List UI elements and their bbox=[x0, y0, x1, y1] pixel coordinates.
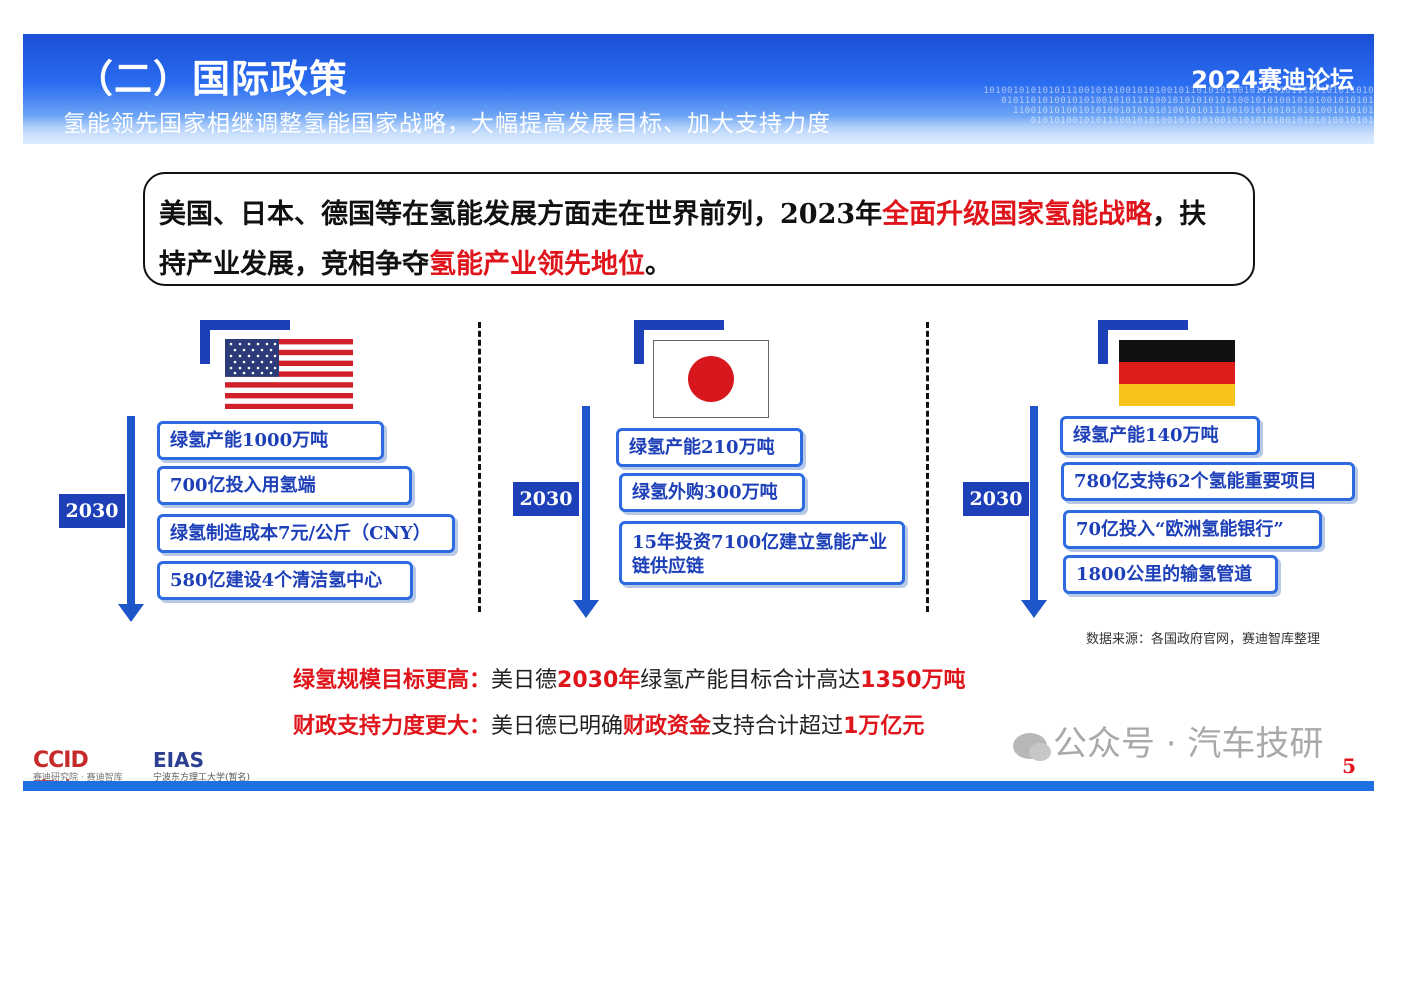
bracket-decoration bbox=[634, 320, 724, 364]
header-glow bbox=[23, 116, 1374, 144]
policy-item: 1800公里的输氢管道 bbox=[1063, 555, 1278, 594]
ccid-logo-subtext: 赛迪研究院 · 赛迪智库 bbox=[33, 773, 123, 783]
conclusion-highlight: 1万亿元 bbox=[843, 714, 925, 739]
japan-flag-icon bbox=[653, 340, 769, 418]
timeline-arrow bbox=[582, 406, 590, 602]
data-source-note: 数据来源：各国政府官网，赛迪智库整理 bbox=[1086, 632, 1321, 647]
summary-text: 。 bbox=[645, 249, 672, 280]
watermark: 公众号 · 汽车技研 bbox=[1013, 716, 1323, 765]
year-badge: 2030 bbox=[513, 482, 579, 516]
policy-item: 绿氢产能140万吨 bbox=[1060, 416, 1260, 455]
bracket-decoration bbox=[200, 320, 290, 364]
policy-item: 绿氢制造成本7元/公斤（CNY） bbox=[157, 514, 455, 553]
conclusion-line-1: 绿氢规模目标更高：美日德2030年绿氢产能目标合计高达1350万吨 bbox=[293, 662, 966, 694]
policy-item: 绿氢产能1000万吨 bbox=[157, 421, 384, 460]
eias-logo: EIAS bbox=[153, 748, 204, 772]
timeline-arrow bbox=[127, 416, 135, 606]
summary-text: 美国、日本、德国等在氢能发展方面走在世界前列，2023年 bbox=[159, 199, 883, 230]
conclusion-label: 绿氢规模目标更高： bbox=[293, 668, 492, 693]
summary-text: ，扶 bbox=[1152, 199, 1207, 230]
eias-logo-subtext: 宁波东方理工大学(暂名) bbox=[153, 773, 251, 783]
germany-flag-icon bbox=[1119, 340, 1235, 406]
conclusion-line-2: 财政支持力度更大：美日德已明确财政资金支持合计超过1万亿元 bbox=[293, 708, 924, 740]
policy-item: 绿氢外购300万吨 bbox=[619, 473, 805, 512]
year-badge: 2030 bbox=[59, 494, 125, 528]
policy-item: 700亿投入用氢端 bbox=[157, 466, 412, 505]
timeline-arrow bbox=[1030, 406, 1038, 602]
page-subtitle: 氢能领先国家相继调整氢能国家战略，大幅提高发展目标、加大支持力度 bbox=[63, 111, 831, 137]
summary-box: 美国、日本、德国等在氢能发展方面走在世界前列，2023年全面升级国家氢能战略，扶… bbox=[143, 172, 1255, 286]
column-divider bbox=[926, 322, 929, 612]
page-title: （二）国际政策 bbox=[75, 57, 349, 101]
summary-line-1: 美国、日本、德国等在氢能发展方面走在世界前列，2023年全面升级国家氢能战略，扶 bbox=[159, 190, 1237, 240]
conclusion-text: 绿氢产能目标合计高达 bbox=[640, 668, 861, 693]
policy-item: 绿氢产能210万吨 bbox=[616, 428, 803, 467]
wechat-icon bbox=[1013, 732, 1051, 761]
slide: 1010010101010111001010100101010010110101… bbox=[23, 34, 1374, 791]
page-number: 5 bbox=[1342, 754, 1356, 778]
footer-bar bbox=[23, 781, 1374, 791]
conclusion-label: 财政支持力度更大： bbox=[293, 714, 492, 739]
summary-line-2: 持产业发展，竞相争夺氢能产业领先地位。 bbox=[159, 240, 1237, 290]
watermark-text: 公众号 · 汽车技研 bbox=[1053, 724, 1324, 764]
summary-highlight: 全面升级国家氢能战略 bbox=[882, 199, 1153, 230]
policy-item: 780亿支持62个氢能重要项目 bbox=[1061, 462, 1355, 501]
arrow-down-icon bbox=[1021, 600, 1047, 618]
summary-highlight: 氢能产业领先地位 bbox=[429, 249, 645, 280]
year-badge: 2030 bbox=[963, 482, 1029, 516]
policy-item: 580亿建设4个清洁氢中心 bbox=[157, 561, 413, 600]
conclusion-text: 支持合计超过 bbox=[711, 714, 844, 739]
brand-label: 2024赛迪论坛 bbox=[1191, 66, 1354, 94]
conclusion-text: 美日德已明确 bbox=[491, 714, 624, 739]
conclusion-highlight: 1350万吨 bbox=[860, 668, 966, 693]
column-divider bbox=[478, 322, 481, 612]
header-banner: 1010010101010111001010100101010010110101… bbox=[23, 34, 1374, 144]
conclusion-highlight: 财政资金 bbox=[623, 714, 712, 739]
summary-text: 持产业发展，竞相争夺 bbox=[159, 249, 429, 280]
arrow-down-icon bbox=[573, 600, 599, 618]
conclusion-text: 美日德 bbox=[491, 668, 558, 693]
bracket-decoration bbox=[1098, 320, 1188, 364]
conclusion-highlight: 2030年 bbox=[557, 668, 641, 693]
policy-item: 70亿投入“欧洲氢能银行” bbox=[1063, 510, 1322, 549]
policy-item: 15年投资7100亿建立氢能产业链供应链 bbox=[619, 521, 905, 585]
arrow-down-icon bbox=[118, 604, 144, 622]
usa-flag-icon bbox=[225, 339, 353, 409]
